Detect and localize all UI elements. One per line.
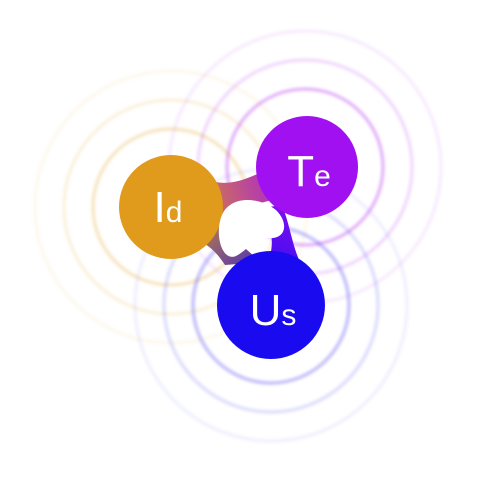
node-us-label-sub: s bbox=[281, 299, 296, 332]
node-te-label-main: T bbox=[287, 147, 314, 196]
node-us-circle bbox=[217, 251, 325, 359]
center-hole bbox=[218, 200, 285, 257]
node-us-label: Us bbox=[250, 286, 297, 335]
node-te-label: Te bbox=[287, 147, 331, 196]
node-te-circle bbox=[256, 116, 358, 218]
node-id-label: Id bbox=[154, 183, 183, 232]
node-te-label-sub: e bbox=[314, 160, 331, 193]
purple-ring-1 bbox=[225, 87, 385, 247]
node-id-label-sub: d bbox=[166, 196, 183, 229]
node-us-label-main: U bbox=[250, 286, 282, 335]
node-id-circle bbox=[119, 155, 223, 259]
node-id-label-main: I bbox=[154, 183, 166, 232]
